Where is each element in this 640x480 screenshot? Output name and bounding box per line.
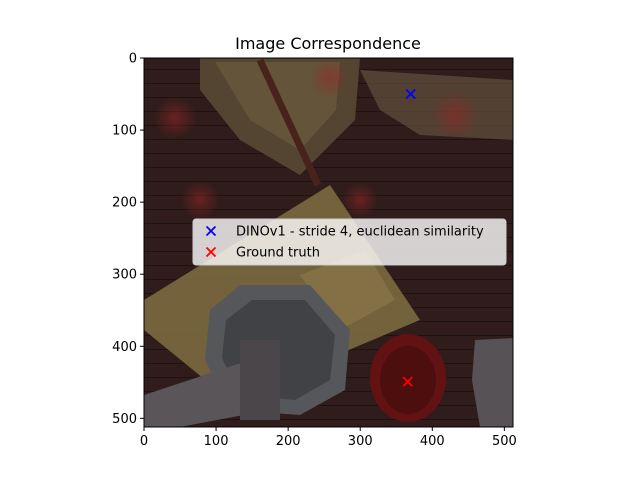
legend-marker-1 bbox=[205, 246, 217, 258]
y-axis: 0 100 200 300 400 500 bbox=[112, 52, 144, 427]
x-axis: 0 100 200 300 400 500 bbox=[140, 427, 517, 449]
x-tick-label: 500 bbox=[492, 434, 517, 449]
y-tick-label: 0 bbox=[129, 52, 137, 67]
x-tick-label: 0 bbox=[140, 434, 148, 449]
y-tick-label: 400 bbox=[112, 340, 137, 355]
legend-box bbox=[192, 218, 507, 266]
legend-marker-0 bbox=[205, 225, 217, 237]
y-tick-label: 200 bbox=[112, 196, 137, 211]
point-ground-truth bbox=[402, 376, 413, 387]
x-tick-label: 200 bbox=[276, 434, 301, 449]
x-tick-label: 100 bbox=[204, 434, 229, 449]
y-tick-label: 500 bbox=[112, 412, 137, 427]
chart-title: Image Correspondence bbox=[235, 34, 421, 53]
y-tick-label: 100 bbox=[112, 124, 137, 139]
legend: DINOv1 - stride 4, euclidean similarityG… bbox=[192, 218, 507, 266]
y-tick-label: 300 bbox=[112, 268, 137, 283]
legend-label-0: DINOv1 - stride 4, euclidean similarity bbox=[236, 225, 484, 240]
point-prediction bbox=[405, 88, 416, 100]
data-points bbox=[402, 88, 416, 387]
plot-frame bbox=[143, 57, 514, 428]
x-tick-label: 400 bbox=[420, 434, 445, 449]
legend-label-1: Ground truth bbox=[236, 246, 320, 261]
x-tick-label: 300 bbox=[348, 434, 373, 449]
